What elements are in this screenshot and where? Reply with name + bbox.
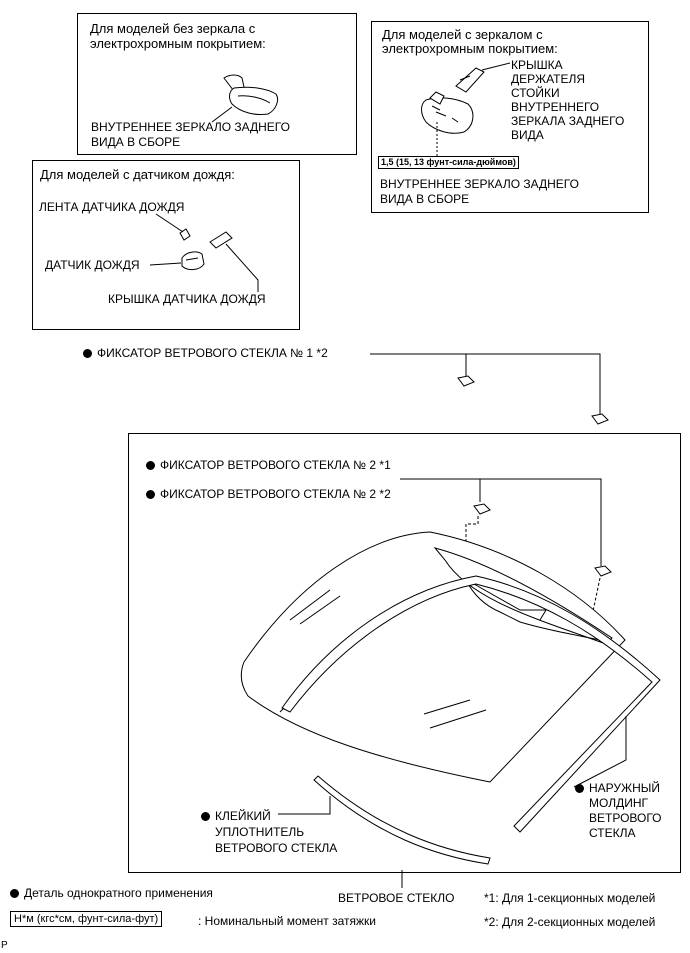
outer-molding-illustration [281,575,661,833]
legend-torque-unit-box: Н*м (кгс*см, фунт-сила-фут) [10,911,163,927]
molding-label-3: ВЕТРОВОГО [589,811,662,825]
corner-mark: P [1,940,8,951]
leader-line [400,478,602,566]
legend-note-1: *1: Для 1-секционных моделей [484,891,656,905]
rain-sensor-label: ДАТЧИК ДОЖДЯ [45,258,140,272]
legend-single-use: Деталь однократного применения [10,886,213,901]
leader-line [278,796,331,815]
panel-rain-sensor [32,160,300,330]
retainer-1-label: ФИКСАТОР ВЕТРОВОГО СТЕКЛА № 1 *2 [83,346,328,361]
mirror-holder-cover-label-3: СТОЙКИ [511,86,560,100]
retainer-2-illustration [473,503,612,577]
panel-no-ec-mirror [77,13,357,155]
ec-mirror-assembly-label-2: ВИДА В СБОРЕ [380,192,470,206]
panel-rain-sensor-title: Для моделей с датчиком дождя: [40,167,235,182]
leader-line [155,213,184,233]
molding-text-1: НАРУЖНЫЙ [589,781,661,795]
single-use-bullet-icon [575,784,584,793]
retainer-1-text: ФИКСАТОР ВЕТРОВОГО СТЕКЛА № 1 *2 [97,346,328,360]
mirror-holder-cover-label-2: ДЕРЖАТЕЛЯ [511,72,586,86]
adhesive-label-1: КЛЕЙКИЙ [201,809,271,824]
rain-sensor-illustration [181,251,205,271]
mirror-holder-cover-label-6: ВИДА [511,128,544,142]
adhesive-label-3: ВЕТРОВОГО СТЕКЛА [215,841,338,855]
retainer-2a-label: ФИКСАТОР ВЕТРОВОГО СТЕКЛА № 2 *1 [146,458,391,473]
retainer-2b-label: ФИКСАТОР ВЕТРОВОГО СТЕКЛА № 2 *2 [146,487,391,502]
panel-no-ec-mirror-title-1: Для моделей без зеркала с [90,21,256,36]
retainer-1-illustration [457,375,609,425]
rain-sensor-cover-label: КРЫШКА ДАТЧИКА ДОЖДЯ [108,292,266,306]
panel-ec-mirror-title-1: Для моделей с зеркалом с [382,27,543,42]
leader-line [279,707,285,713]
leader-line [466,353,601,414]
molding-label-4: СТЕКЛА [589,826,636,840]
leader-line [149,262,182,266]
rain-sensor-cover-illustration [209,231,233,249]
single-use-bullet-icon [201,812,210,821]
molding-label-1: НАРУЖНЫЙ [575,781,660,796]
leader-line [400,478,481,502]
mirror-holder-cover-label-5: ЗЕРКАЛА ЗАДНЕГО [511,114,625,128]
leader-line [225,243,259,292]
legend-torque-desc: : Номинальный момент затяжки [198,914,376,928]
windshield-label: ВЕТРОВОЕ СТЕКЛО [338,891,455,905]
retainer-2a-text: ФИКСАТОР ВЕТРОВОГО СТЕКЛА № 2 *1 [160,458,391,472]
retainer-2b-text: ФИКСАТОР ВЕТРОВОГО СТЕКЛА № 2 *2 [160,487,391,501]
mirror-holder-cover-label-4: ВНУТРЕННЕГО [511,100,600,114]
adhesive-label-2: УПЛОТНИТЕЛЬ [215,825,305,839]
panel-no-ec-mirror-title-2: электрохромным покрытием: [90,36,266,51]
mirror-holder-cover-illustration [455,67,485,93]
ec-mirror-assembly-label-1: ВНУТРЕННЕЕ ЗЕРКАЛО ЗАДНЕГО [380,177,579,191]
leader-line [211,106,233,123]
molding-label-2: МОЛДИНГ [589,796,648,810]
single-use-bullet-icon [146,490,155,499]
leader-line [481,62,511,71]
ec-mirror-illustration [421,91,474,134]
panel-ec-mirror-title-2: электрохромным покрытием: [382,41,558,56]
single-use-bullet-icon [146,461,155,470]
mirror-holder-cover-label-1: КРЫШКА [511,58,563,72]
legend-note-2: *2: Для 2-секционных моделей [484,915,656,929]
legend-single-use-text: Деталь однократного применения [24,886,213,900]
single-use-bullet-icon [10,889,19,898]
rear-view-mirror-illustration [223,74,279,115]
mirror-assembly-label-2: ВИДА В СБОРЕ [91,135,181,149]
single-use-bullet-icon [83,349,92,358]
torque-spec-box: 1,5 (15, 13 фунт-сила-дюймов) [378,156,519,169]
mirror-assembly-label-1: ВНУТРЕННЕЕ ЗЕРКАЛО ЗАДНЕГО [91,120,290,134]
panel-ec-mirror [371,21,649,213]
windshield-glass-illustration [240,531,626,783]
adhesive-dam-illustration [313,775,491,865]
rain-sensor-tape-label: ЛЕНТА ДАТЧИКА ДОЖДЯ [39,200,185,214]
leader-line [370,353,467,376]
leader-line [573,716,627,788]
adhesive-text-1: КЛЕЙКИЙ [215,809,271,823]
